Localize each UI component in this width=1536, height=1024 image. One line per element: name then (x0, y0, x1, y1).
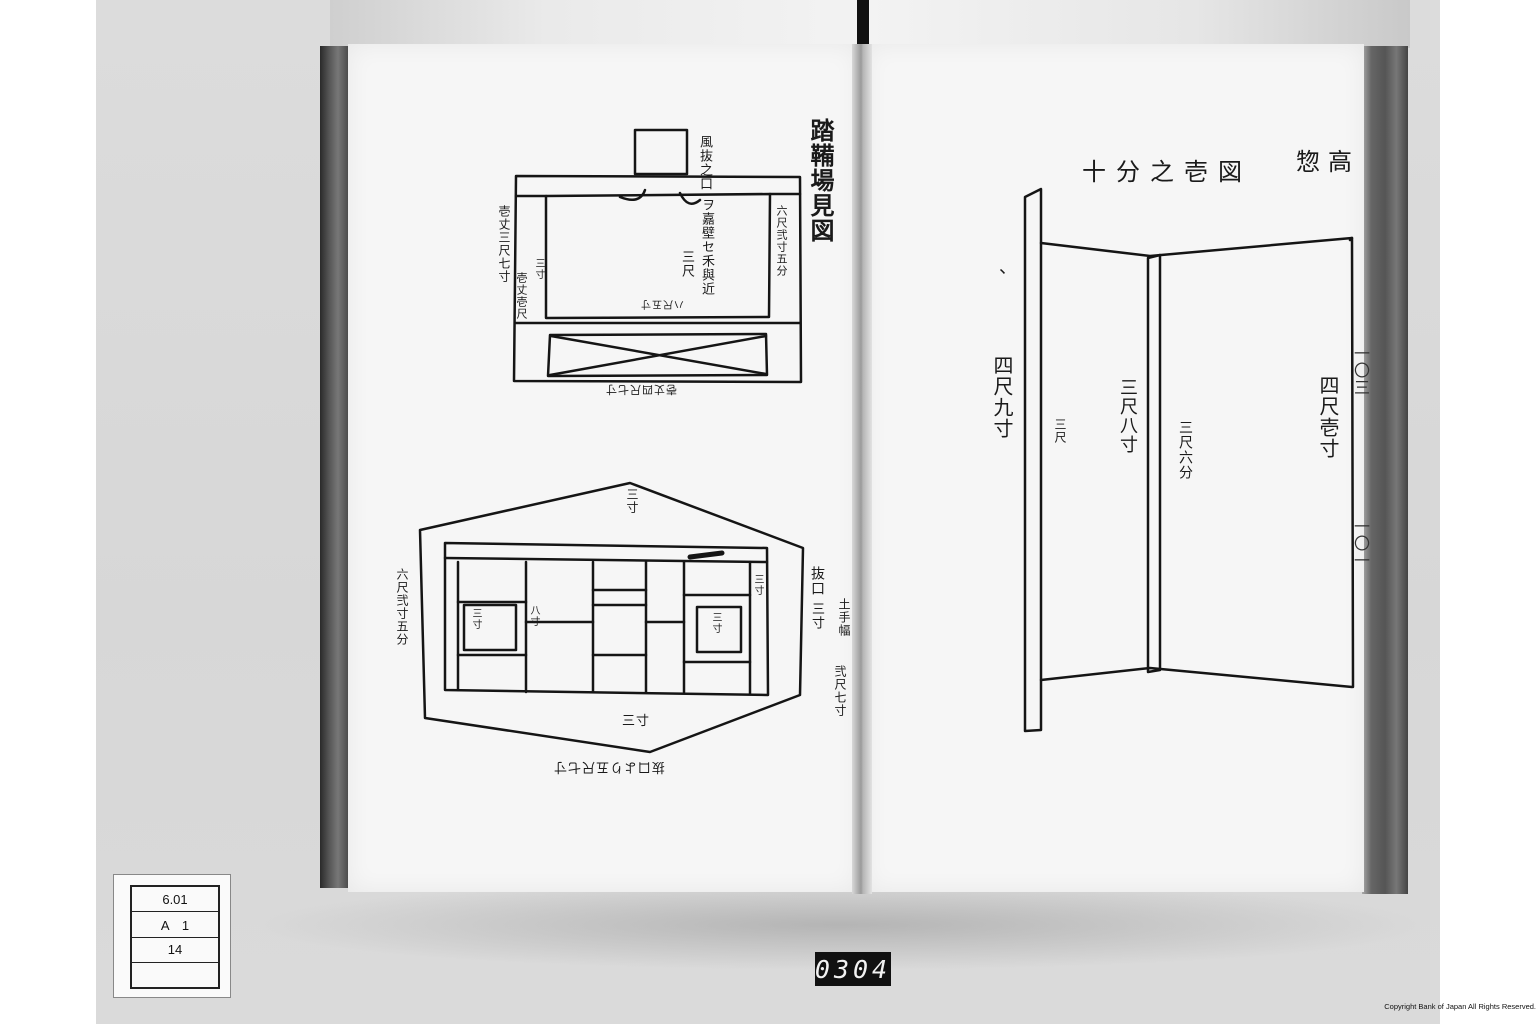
lower-left-dimension: 六尺弐寸五分 (395, 568, 409, 646)
bookmark-ribbon (857, 0, 869, 44)
lower-bottom-caption: 抜口より五尺七寸 (553, 759, 665, 774)
reference-card-table: 6.01 A 1 14 (130, 885, 220, 989)
left-page (348, 44, 858, 892)
lower-bottom-dimension: 三寸 (622, 714, 651, 729)
lower-inner-left-label: 三寸 (470, 608, 481, 630)
right-page-title: 十分之壱図 (1082, 158, 1252, 186)
upper-bottom-caption: 壱丈四尺七寸 (605, 383, 677, 396)
upper-left-dimension-2: 三寸 (533, 258, 544, 280)
reference-row-2: A 1 (132, 912, 218, 938)
page-tab-lower: 一〇一 (1351, 518, 1370, 569)
page-tab-upper: 一〇三 (1351, 345, 1370, 396)
upper-inner-width: 三尺 (679, 250, 694, 278)
frame-number-label: 0304 (815, 952, 891, 986)
upper-left-dimension-3: 壱丈壱尺 (515, 272, 528, 320)
reference-row-3: 14 (132, 938, 218, 963)
right-page (866, 44, 1364, 892)
left-page-title: 踏鞴場見図 (806, 118, 835, 243)
upper-inner-label: ヲ嘉壁セ禾與近 (699, 198, 714, 296)
wind-vent-label: 風抜之口 (697, 135, 712, 191)
embankment-width-value: 弐尺七寸 (833, 665, 847, 717)
upper-mid-caption: ハ尺五寸 (640, 298, 684, 309)
lower-inner-right-label: 三寸 (710, 612, 721, 634)
lower-top-dimension: 三寸 (625, 488, 639, 514)
reference-row-1: 6.01 (132, 887, 218, 913)
reference-row-4 (132, 963, 218, 987)
archive-reference-card: 6.01 A 1 14 (113, 874, 231, 998)
tick-mark: 、 (985, 268, 1006, 287)
upper-right-dimension: 六尺弐寸五分 (775, 205, 788, 277)
left-wall-dimension: 四尺九寸 (990, 355, 1014, 439)
middle-wall-dimension: 三尺八寸 (1117, 378, 1138, 454)
furnace-plan-diagram (512, 128, 803, 384)
right-page-edge (1362, 46, 1408, 894)
middle-wall-inner-dimension: 三尺六分 (1177, 420, 1193, 480)
lower-inner-mid-label: 八寸 (528, 605, 539, 627)
furnace-section-diagram (418, 481, 805, 754)
lower-vent-label: 抜口 (809, 566, 825, 596)
right-wall-dimension: 四尺壱寸 (1316, 375, 1340, 459)
book-top-edge (330, 0, 1410, 48)
book-gutter (852, 44, 872, 894)
left-page-edge (320, 46, 350, 888)
copyright-notice: Copyright Bank of Japan All Rights Reser… (1384, 1002, 1536, 1011)
upper-left-dimension-1: 壱丈三尺七寸 (497, 205, 511, 283)
left-wall-inner-dimension: 三尺 (1053, 418, 1067, 444)
lower-vent-size: 三寸 (809, 602, 824, 630)
wall-elevation-diagram (1023, 187, 1355, 733)
embankment-width-label: 土手幅 (837, 598, 851, 637)
total-height-label: 惣高 (1296, 148, 1360, 176)
lower-inner-top-right-label: 三寸 (752, 574, 763, 596)
